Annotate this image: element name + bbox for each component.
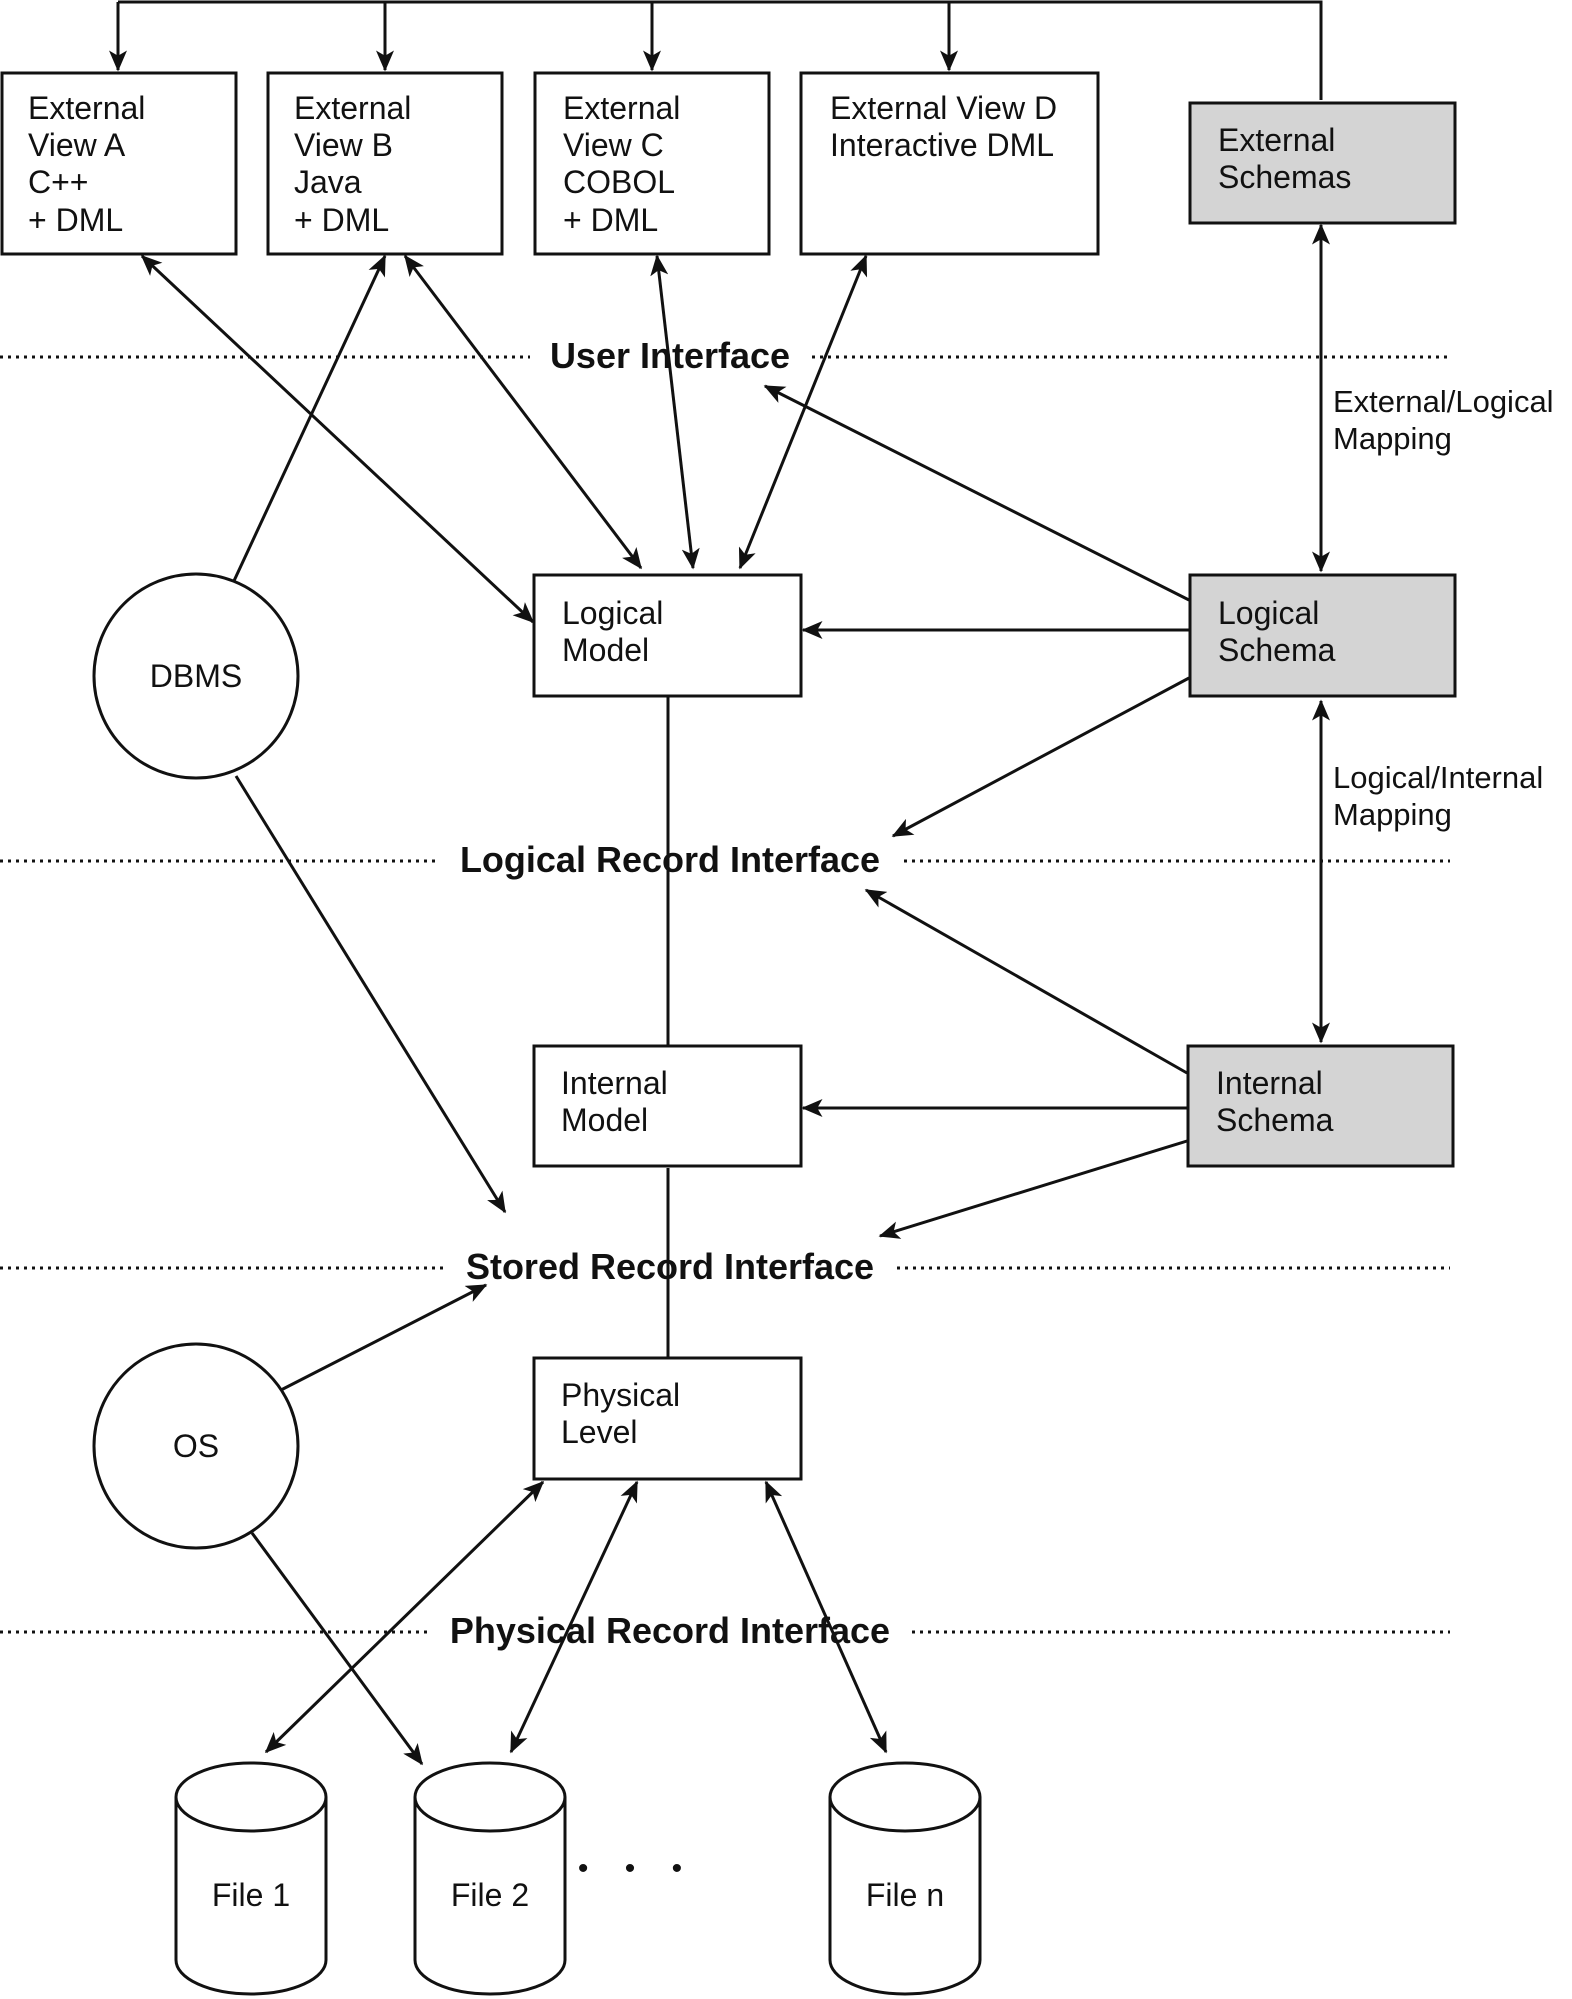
external-view-a-box: External View A C++ + DML: [0, 71, 238, 256]
view-b-line-1: External: [294, 90, 411, 126]
logical-schema-line-2: Schema: [1218, 632, 1336, 668]
file-2-cylinder: File 2: [413, 1761, 567, 1996]
logical-internal-mapping-line-1: Logical/Internal: [1333, 760, 1543, 795]
os-to-stored-record-interface-arrow: [280, 1283, 488, 1392]
top-bus-line: [118, 0, 1323, 100]
external-logical-mapping-line-1: External/Logical: [1333, 384, 1554, 419]
logical-internal-mapping-label: Logical/Internal Mapping: [1333, 760, 1543, 832]
file-2-label: File 2: [451, 1877, 529, 1913]
view-d-logical-model-arrow: [738, 254, 868, 570]
dbms-to-view-b-arrow: [231, 254, 387, 584]
internal-schema-line-1: Internal: [1216, 1065, 1323, 1101]
logical-record-interface-label: Logical Record Interface: [460, 839, 880, 880]
physical-record-interface-label: Physical Record Interface: [450, 1610, 890, 1651]
view-a-logical-model-arrow: [140, 254, 535, 624]
external-logical-mapping-line-2: Mapping: [1333, 421, 1452, 456]
view-d-line-2: Interactive DML: [830, 127, 1054, 163]
logical-internal-mapping-line-2: Mapping: [1333, 797, 1452, 832]
internal-schema-to-logical-record-interface-arrow: [864, 888, 1188, 1075]
dbms-node: DBMS: [92, 572, 300, 780]
view-a-line-1: External: [28, 90, 145, 126]
logical-model-box: Logical Model: [532, 573, 803, 698]
os-node: OS: [92, 1342, 300, 1550]
logical-schema-box: Logical Schema: [1188, 573, 1457, 698]
files-ellipsis: • • •: [578, 1852, 696, 1885]
top-bus: [109, 0, 1323, 100]
internal-model-line-2: Model: [561, 1102, 648, 1138]
view-b-line-3: Java: [294, 164, 362, 200]
stored-record-interface-label: Stored Record Interface: [466, 1246, 874, 1287]
physical-level-line-1: Physical: [561, 1377, 680, 1413]
external-view-b-box: External View B Java + DML: [266, 71, 504, 256]
external-schemas-line-2: Schemas: [1218, 159, 1351, 195]
view-c-line-3: COBOL: [563, 164, 675, 200]
physical-level-file-n-arrow: [764, 1480, 888, 1754]
internal-model-box: Internal Model: [532, 1044, 803, 1168]
view-c-line-1: External: [563, 90, 680, 126]
external-view-d-box: External View D Interactive DML: [799, 71, 1100, 256]
view-a-line-2: View A: [28, 127, 126, 163]
os-to-file-2-arrow: [250, 1532, 424, 1766]
physical-level-file-1-arrow: [264, 1480, 545, 1754]
view-c-logical-model-arrow: [650, 254, 700, 570]
internal-schema-box: Internal Schema: [1186, 1044, 1455, 1168]
view-b-line-2: View B: [294, 127, 393, 163]
physical-level-file-2-arrow: [509, 1480, 639, 1754]
view-a-line-3: C++: [28, 164, 88, 200]
file-n-label: File n: [866, 1877, 944, 1913]
logical-model-line-1: Logical: [562, 595, 663, 631]
dbms-to-stored-record-interface-arrow: [234, 775, 507, 1214]
external-schemas-line-1: External: [1218, 122, 1335, 158]
physical-level-line-2: Level: [561, 1414, 638, 1450]
view-b-logical-model-arrow: [403, 254, 643, 570]
user-interface-label: User Interface: [550, 335, 790, 376]
arrows: [140, 223, 1330, 1766]
internal-schema-to-stored-record-interface-arrow: [878, 1139, 1188, 1239]
logical-schema-to-logical-record-interface-arrow: [891, 676, 1190, 838]
logical-schema-to-user-interface-arrow: [763, 384, 1190, 602]
view-a-line-4: + DML: [28, 202, 123, 238]
file-1-label: File 1: [212, 1877, 290, 1913]
logical-schema-line-1: Logical: [1218, 595, 1319, 631]
view-c-line-4: + DML: [563, 202, 658, 238]
view-b-line-4: + DML: [294, 202, 389, 238]
file-1-cylinder: File 1: [174, 1761, 328, 1996]
physical-level-box: Physical Level: [532, 1356, 803, 1481]
os-label: OS: [173, 1428, 219, 1464]
external-schemas-box: External Schemas: [1188, 101, 1457, 225]
view-d-line-1: External View D: [830, 90, 1057, 126]
view-c-line-2: View C: [563, 127, 664, 163]
internal-model-line-1: Internal: [561, 1065, 668, 1101]
external-view-c-box: External View C COBOL + DML: [533, 71, 771, 256]
logical-model-line-2: Model: [562, 632, 649, 668]
dbms-label: DBMS: [150, 658, 242, 694]
internal-schema-line-2: Schema: [1216, 1102, 1334, 1138]
external-logical-mapping-label: External/Logical Mapping: [1333, 384, 1554, 456]
file-n-cylinder: File n: [828, 1761, 982, 1996]
